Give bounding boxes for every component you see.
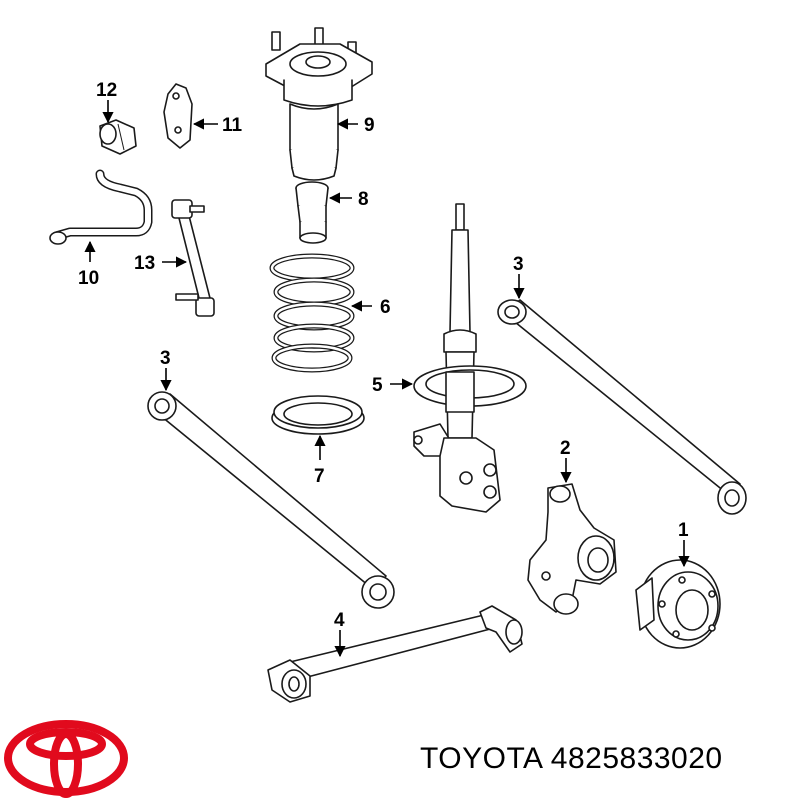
callout-12: 12 (96, 80, 117, 101)
shock-absorber-part-5 (413, 203, 527, 513)
callout-7: 7 (314, 466, 325, 487)
callout-5: 5 (372, 375, 383, 396)
toyota-logo (4, 720, 128, 798)
bushing-bracket-part-11 (163, 83, 193, 149)
callout-4: 4 (334, 610, 345, 631)
callout-13: 13 (134, 253, 155, 274)
part-number: 4825833020 (550, 742, 723, 775)
callout-1: 1 (678, 520, 689, 541)
bushing-part-12 (99, 119, 137, 155)
callout-6: 6 (380, 297, 391, 318)
knuckle-part-2 (527, 483, 617, 615)
callout-3-upper: 3 (513, 254, 524, 275)
part-caption: TOYOTA 4825833020 (420, 742, 723, 776)
callout-2: 2 (560, 438, 571, 459)
wheel-hub-part-1 (635, 559, 721, 649)
bump-stop-part-8 (295, 181, 329, 244)
lateral-arm-lower-part-3 (147, 391, 395, 609)
callout-leaders (84, 100, 690, 658)
callout-11: 11 (222, 115, 243, 136)
coil-spring-part-6 (269, 253, 355, 373)
brand-name: TOYOTA (420, 742, 542, 775)
stabilizer-link-part-13 (171, 199, 215, 317)
stabilizer-bar-part-10 (49, 169, 153, 245)
callout-9: 9 (364, 115, 375, 136)
callout-3-lower: 3 (160, 348, 171, 369)
lateral-arm-upper-part-3 (497, 299, 747, 515)
callout-labels: 1 2 3 3 4 5 6 7 8 9 10 11 12 13 (78, 80, 689, 631)
strut-mount-part-9 (265, 27, 373, 181)
callout-8: 8 (358, 189, 369, 210)
spring-seat-part-7 (271, 395, 365, 435)
trailing-arm-part-4 (267, 605, 523, 703)
callout-10: 10 (78, 268, 99, 289)
